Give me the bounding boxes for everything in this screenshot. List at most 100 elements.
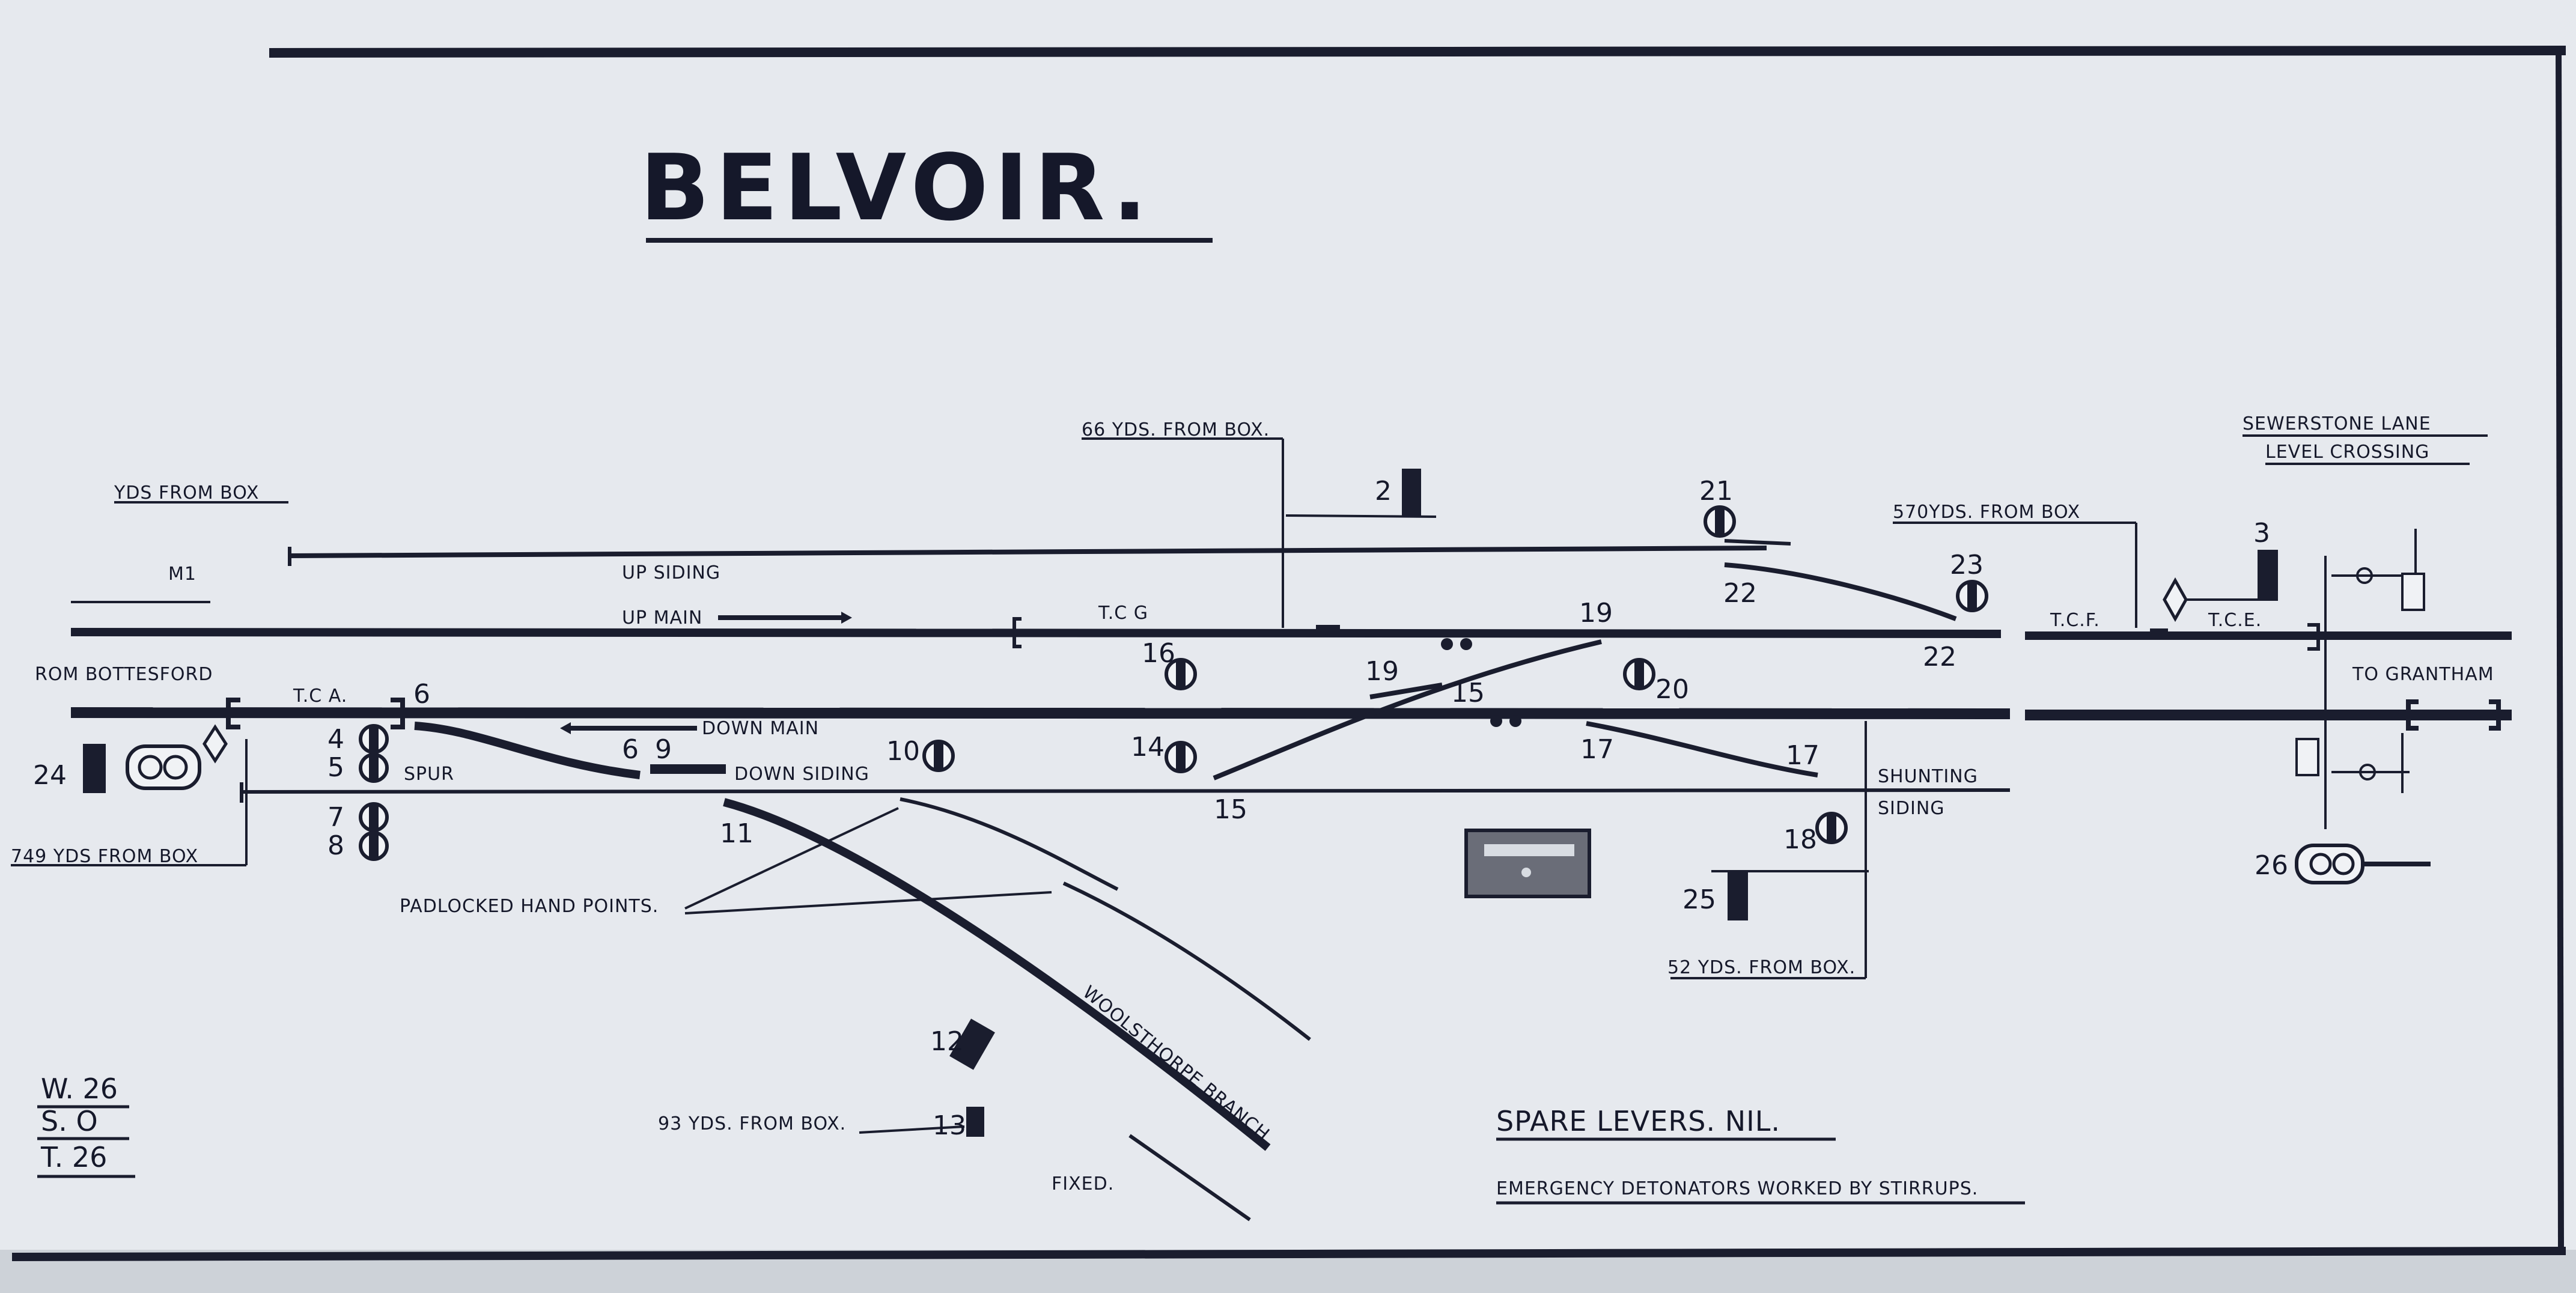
spur-track [414,722,641,779]
disc-signal-16 [1165,658,1197,690]
disc-signal-4 [359,724,389,754]
diagram-title: BELVOIR. [640,135,1153,241]
lever-number-9: 9 [655,734,672,765]
disc-signal-21 [1704,505,1736,538]
disc-signal-20 [1623,658,1655,690]
lever-number-12: 12 [930,1026,964,1057]
lever-number-21: 21 [1699,476,1733,507]
signal-13-post [966,1107,984,1137]
disc-signal-8 [359,831,389,861]
lever-number-22a: 22 [1723,578,1757,609]
label-up-main: UP MAIN [622,607,702,628]
label-tc-a: T.C A. [293,686,347,707]
crossover-22 [1724,562,1957,621]
tc-a-right-marker [391,698,405,729]
lever-number-17b: 17 [1786,740,1819,771]
tc-f-right-marker [2307,623,2320,651]
label-up-siding: UP SIDING [622,562,720,583]
label-749-yds: 749 YDS FROM BOX [11,846,198,867]
label-down-siding: DOWN SIDING [734,764,869,785]
crossing-gate-pivot-2 [2359,764,2376,780]
lever-number-19b: 19 [1365,656,1399,687]
fixed-arrow [1128,1134,1251,1222]
diamond-east [2163,577,2188,622]
lever-number-22b: 22 [1923,642,1956,672]
label-shunting: SHUNTING [1878,766,1978,787]
lever-number-3: 3 [2253,518,2270,549]
crossing-box-2 [2295,738,2319,776]
crossing-lamp-26 [2295,844,2364,884]
branch-siding-1 [900,797,1119,891]
lever-number-7: 7 [327,802,344,833]
lever-number-11: 11 [720,818,754,849]
lever-number-8: 8 [327,830,344,861]
label-66-yds: 66 YDS. FROM BOX. [1082,419,1270,440]
grantham-marker-2 [2489,699,2501,731]
lever-number-6: 6 [413,679,430,710]
disc-signal-18 [1815,812,1848,844]
signal-24-post [83,744,106,793]
signal-25-post [1728,872,1748,920]
up-siding-crossover [1724,539,1791,546]
disc-signal-10 [922,740,955,772]
crossover-15-main [1213,639,1602,780]
up-main-arrowhead [841,612,852,624]
lever-number-25: 25 [1682,884,1716,915]
lever-stat-spare: S. O [41,1105,98,1137]
signal-2-post [1402,469,1421,517]
crossover-19 [1369,683,1443,699]
grantham-marker-1 [2406,699,2419,731]
label-spare-levers: SPARE LEVERS. NIL. [1496,1105,1780,1137]
lever-number-2: 2 [1375,476,1392,507]
lever-number-24: 24 [33,760,67,791]
leader-padlocked-1 [684,807,899,910]
lever-number-15b: 15 [1214,794,1247,825]
signal-box-plate-dot [1521,868,1531,877]
label-52-yds: 52 YDS. FROM BOX. [1667,957,1856,978]
crossing-gate-pivot-1 [2356,567,2373,584]
lever-number-18: 18 [1783,824,1817,855]
right-border-line [2556,50,2564,1252]
lever-number-23: 23 [1950,550,1984,580]
crossover-17 [1586,721,1818,777]
detonator-pair-1 [1441,638,1472,650]
down-main-arrowhead [560,722,571,734]
tc-a-left-marker [226,698,240,729]
lever-number-15a: 15 [1451,678,1485,708]
lever-number-17a: 17 [1580,734,1614,765]
label-from-bottesford: ROM BOTTESFORD [35,664,213,685]
diamond-west [202,724,228,764]
label-spur: SPUR [404,764,454,785]
detonator-pair-2 [1490,715,1521,727]
lever-number-20: 20 [1655,674,1689,705]
label-padlocked: PADLOCKED HAND POINTS. [400,896,659,917]
signal-2-arm [1285,514,1437,518]
label-93-yds: 93 YDS. FROM BOX. [658,1113,846,1134]
lever-number-4: 4 [327,724,344,755]
disc-signal-14 [1165,741,1197,773]
lever-number-16: 16 [1142,638,1175,669]
down-siding-block [650,764,726,774]
signal-box-plate [1464,829,1591,898]
label-570-yds: 570YDS. FROM BOX [1893,502,2080,523]
disc-signal-5 [359,753,389,783]
disc-signal-23 [1956,580,1988,612]
label-tc-f: T.C.F. [2050,610,2100,631]
crossing-box-1 [2401,573,2425,611]
leader-93 [859,1125,965,1134]
lever-number-26: 26 [2255,850,2288,881]
label-fixed: FIXED. [1052,1173,1114,1194]
woolsthorpe-branch-track [723,798,1271,1151]
down-siding-track [241,788,2011,794]
label-down-main: DOWN MAIN [702,718,819,739]
lever-number-14: 14 [1131,732,1165,762]
box-block [1316,625,1340,637]
disc-signal-7 [359,802,389,832]
label-to-grantham: TO GRANTHAM [2352,664,2494,685]
label-sewerstone: SEWERSTONE LANE [2243,413,2431,434]
label-siding: SIDING [1878,798,1945,819]
label-level-crossing: LEVEL CROSSING [2265,442,2429,463]
up-siding-track [289,546,1767,558]
top-border-line [269,46,2566,58]
